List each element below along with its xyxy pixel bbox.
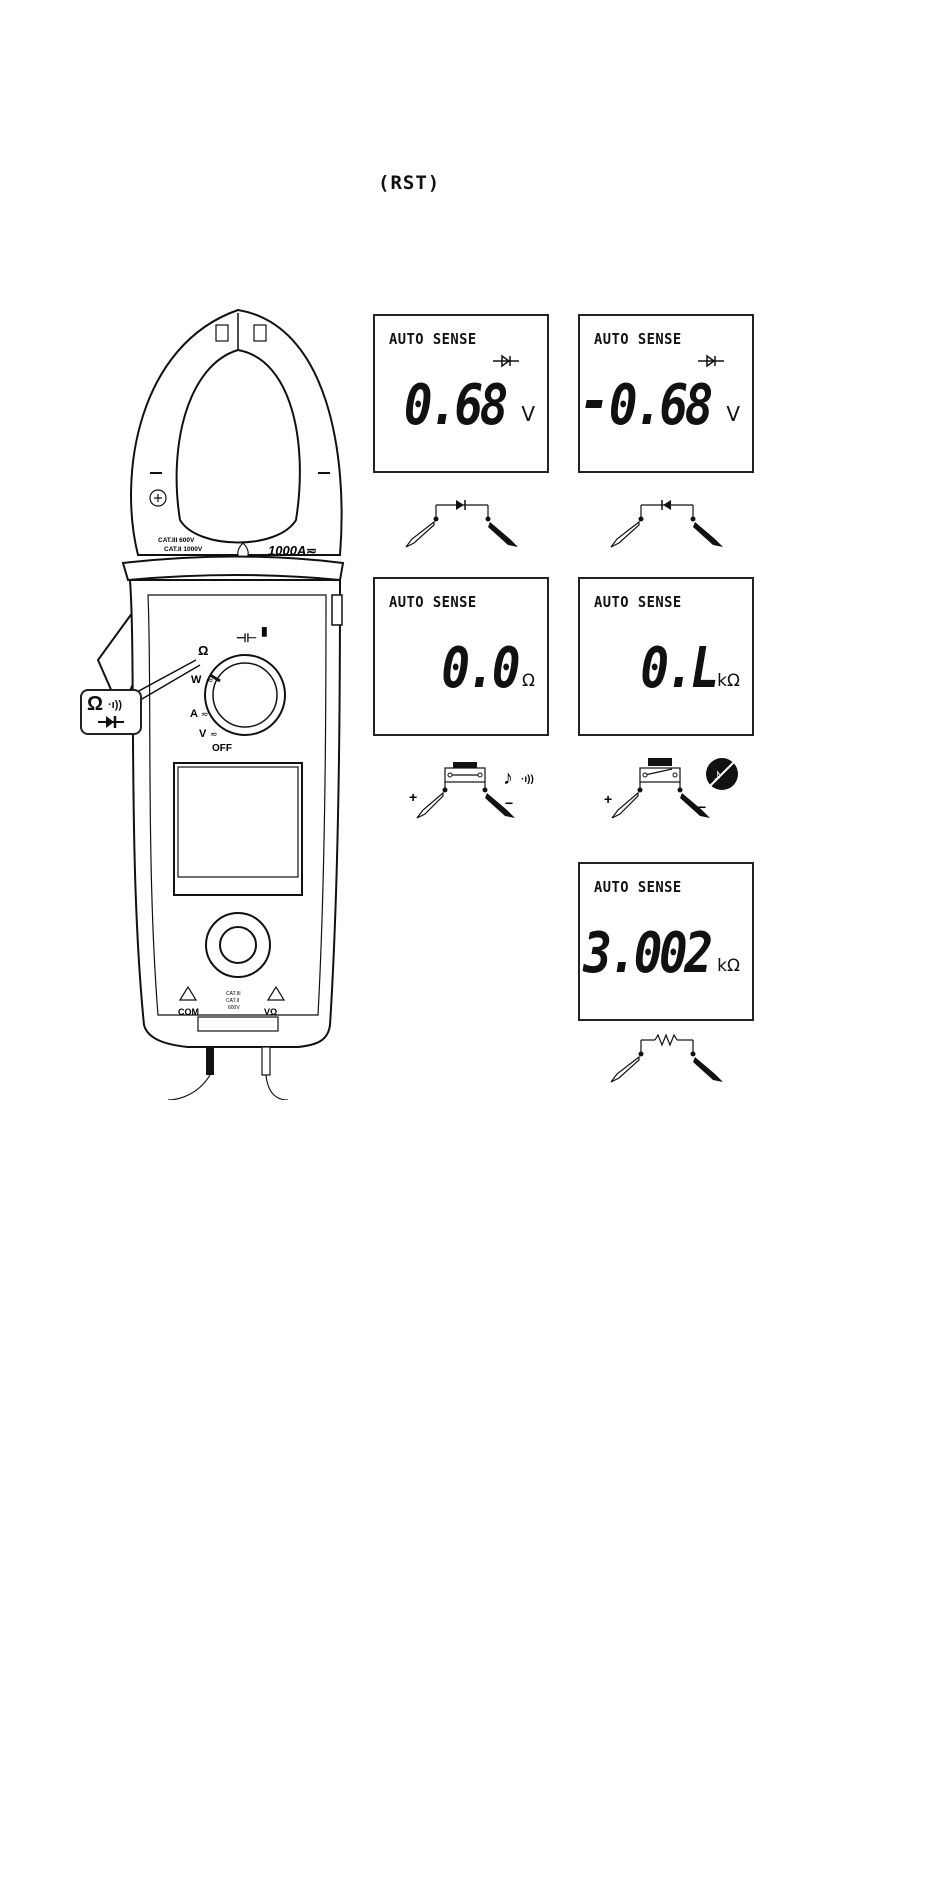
- jack-vohm: VΩ: [264, 1007, 277, 1017]
- display-unit: Ω: [522, 671, 535, 691]
- dial-ohm: Ω: [198, 643, 208, 658]
- no-beep-icon: ♪: [706, 758, 738, 790]
- dial-cap: ⊣⊢: [236, 631, 257, 645]
- svg-text:≂: ≂: [306, 543, 317, 558]
- svg-text:+: +: [604, 791, 612, 807]
- display-diode-forward: AUTO SENSE 0.68 V: [373, 314, 549, 473]
- auto-sense-label: AUTO SENSE: [594, 330, 682, 348]
- diode-icon: [98, 715, 124, 729]
- auto-sense-label: AUTO SENSE: [389, 593, 477, 611]
- svg-text:CAT.III: CAT.III: [226, 991, 241, 997]
- svg-text:−: −: [698, 799, 706, 815]
- diode-icon: [493, 354, 519, 368]
- auto-sense-label: AUTO SENSE: [594, 878, 682, 896]
- display-diode-reverse: AUTO SENSE 0.68 V: [578, 314, 754, 473]
- probe-diagram-diode-reverse: [603, 495, 733, 555]
- svg-text:≂: ≂: [210, 729, 218, 739]
- svg-text:▮: ▮: [261, 624, 268, 638]
- jaw-rating: 1000A: [268, 543, 306, 558]
- display-reading: 0.0: [441, 641, 517, 697]
- svg-text:−: −: [505, 795, 513, 811]
- display-unit: kΩ: [717, 671, 740, 691]
- probe-diagram-resistance: [603, 1030, 733, 1090]
- svg-text:600V: 600V: [228, 1005, 240, 1011]
- dial-w: W: [191, 674, 202, 686]
- auto-sense-label: AUTO SENSE: [389, 330, 477, 348]
- svg-text:≂: ≂: [201, 709, 209, 719]
- display-reading: 0.68: [404, 378, 505, 434]
- svg-text:·ı)): ·ı)): [521, 774, 534, 785]
- auto-sense-label: AUTO SENSE: [594, 593, 682, 611]
- display-resistance: AUTO SENSE 3.002 kΩ: [578, 862, 754, 1021]
- probe-diagram-continuity-short: + − ♪ ·ı)): [405, 758, 545, 830]
- display-unit: V: [521, 402, 535, 426]
- cat-rating-1: CAT.III 600V: [158, 537, 195, 544]
- display-unit: V: [726, 402, 740, 426]
- dial-off: OFF: [212, 743, 232, 754]
- badge-ohm: Ω: [87, 693, 103, 716]
- display-reading: 0.L: [640, 641, 716, 697]
- rst-label: (RST): [378, 172, 440, 194]
- display-continuity-short: AUTO SENSE 0.0 Ω: [373, 577, 549, 736]
- probe-diagram-diode-forward: [398, 495, 528, 555]
- dial-a: A: [190, 708, 198, 720]
- cat-rating-2: CAT.II 1000V: [164, 546, 203, 553]
- display-reading: 3.002: [584, 926, 710, 982]
- svg-text:+: +: [409, 789, 417, 805]
- display-reading: 0.68: [609, 378, 710, 434]
- jack-com: COM: [178, 1007, 199, 1017]
- svg-text:≂: ≂: [206, 675, 214, 685]
- dial-v: V: [199, 728, 207, 740]
- display-unit: kΩ: [717, 956, 740, 976]
- ohm-diode-selector-badge: Ω ·ı)): [80, 689, 142, 735]
- diode-icon: [698, 354, 724, 368]
- resistor-icon: [655, 1035, 677, 1045]
- svg-text:♪: ♪: [503, 767, 513, 789]
- display-continuity-open: AUTO SENSE 0.L kΩ: [578, 577, 754, 736]
- svg-text:CAT.II: CAT.II: [226, 998, 239, 1004]
- probe-diagram-continuity-open: + − ♪: [600, 758, 750, 830]
- negative-sign: [585, 400, 602, 408]
- badge-beep: ·ı)): [108, 699, 122, 711]
